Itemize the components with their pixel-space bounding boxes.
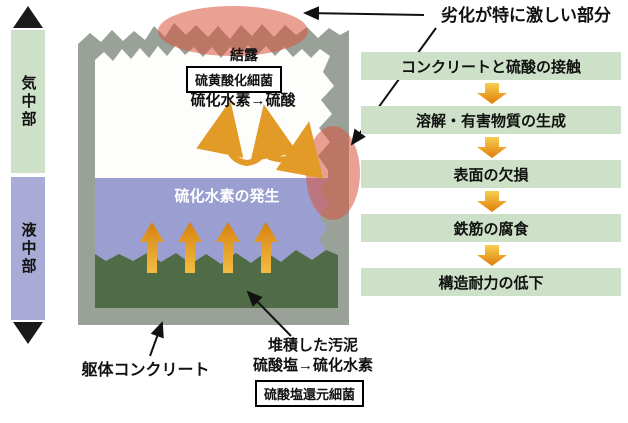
- damage-highlight-top: [158, 6, 308, 56]
- h2s-generation-label: 硫化水素の発生: [174, 188, 280, 205]
- h2s-to-sulfuric-acid-label: 硫化水素→硫酸: [190, 92, 296, 109]
- h2s-up-arrow-icon: [216, 222, 240, 273]
- pointer-deterioration-top: [303, 6, 425, 21]
- flow-down-arrow-icon: [477, 191, 507, 212]
- pointer-sludge: [246, 290, 292, 337]
- severe-deterioration-header: 劣化が特に激しい部分: [441, 6, 611, 25]
- liquid-zone-arrow-down-icon: [13, 322, 43, 344]
- h2s-up-arrow-icon: [254, 222, 278, 273]
- flow-step-dissolution: 溶解・有害物質の生成: [361, 106, 621, 134]
- liquid-zone-label: 液中部: [11, 177, 45, 320]
- damage-highlight-right: [306, 126, 360, 220]
- structural-concrete-label: 躯体コンクリート: [81, 362, 210, 379]
- flow-down-arrow-icon: [477, 245, 507, 266]
- circulation-arrow-left-icon: [196, 100, 250, 166]
- air-zone-label: 気中部: [11, 30, 45, 173]
- air-space-shape: [95, 45, 334, 178]
- sulfur-oxidizing-bacteria-box: 硫黄酸化細菌: [186, 66, 283, 93]
- flow-down-arrow-icon: [477, 83, 507, 104]
- circulation-arrow-wall-icon: [267, 121, 324, 179]
- air-zone-arrow-up-icon: [13, 6, 43, 28]
- sulfate-reducing-bacteria-box: 硫酸塩還元細菌: [255, 380, 365, 407]
- pointer-structural-concrete: [149, 321, 164, 357]
- h2s-up-arrow-icon: [178, 222, 202, 273]
- flow-step-contact: コンクリートと硫酸の接触: [361, 52, 621, 80]
- condensation-label: 結露: [230, 47, 258, 63]
- flow-step-rebar-corrosion: 鉄筋の腐食: [361, 214, 621, 242]
- flow-down-arrow-icon: [477, 137, 507, 158]
- h2s-up-arrow-icon: [140, 222, 164, 273]
- circulation-arrow-right-icon: [244, 104, 298, 166]
- flow-step-strength-loss: 構造耐力の低下: [361, 268, 621, 296]
- accumulated-sludge-label: 堆積した汚泥: [267, 337, 358, 354]
- sulfate-to-h2s-label: 硫酸塩→硫化水素: [252, 357, 373, 374]
- flow-step-surface-loss: 表面の欠損: [361, 160, 621, 188]
